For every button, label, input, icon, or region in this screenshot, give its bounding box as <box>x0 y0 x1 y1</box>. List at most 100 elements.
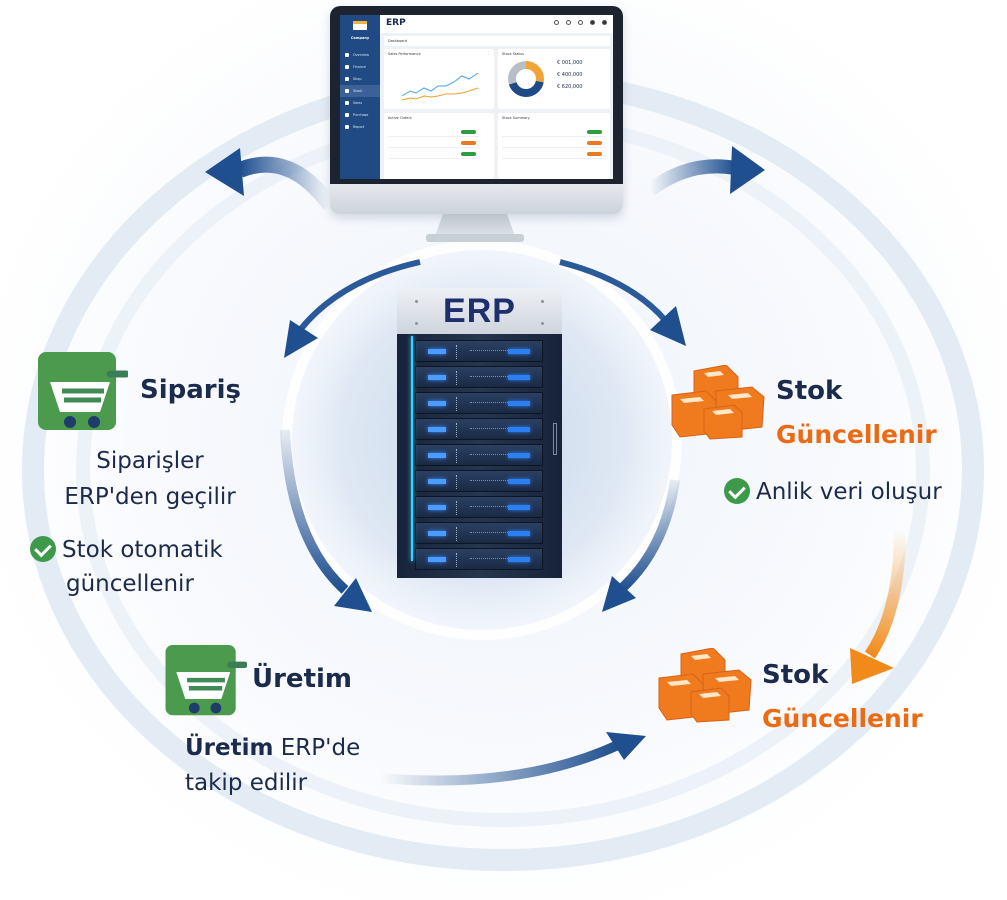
sidebar-item-finance[interactable]: Finance <box>340 61 380 73</box>
status-pill <box>587 151 602 156</box>
donut-chart <box>508 61 544 97</box>
table-row[interactable] <box>502 138 606 148</box>
shopping-cart-icon <box>165 645 247 716</box>
siparis-title: Sipariş <box>140 375 242 405</box>
server-led-strip <box>411 336 413 561</box>
arrow-uretim-to-stok <box>379 740 621 786</box>
user-icon[interactable] <box>602 20 607 25</box>
check-icon <box>30 536 56 562</box>
arrow-siparis-to-center <box>280 429 349 594</box>
server-bay <box>415 444 543 466</box>
status-pill <box>461 151 476 156</box>
table-row[interactable] <box>388 138 480 148</box>
server-header: ERP <box>397 288 562 334</box>
server-bay <box>415 392 543 414</box>
siparis-check-line1: Stok otomatik <box>62 537 223 563</box>
table-row[interactable] <box>388 149 480 159</box>
stok-bottom-subtitle: Güncellenir <box>762 704 923 733</box>
arrow-monitor-left-head <box>205 148 244 196</box>
dashboard-sidebar: Company Overview Finance Shop Stock Sale… <box>340 15 380 179</box>
check-icon <box>724 478 750 504</box>
uretim-desc-bold: Üretim <box>185 735 274 761</box>
sidebar-nav: Overview Finance Shop Stock Sales Purcha… <box>340 49 380 133</box>
arrow-monitor-right-head <box>730 146 765 194</box>
monitor-chin <box>330 184 623 214</box>
sidebar-item-overview[interactable]: Overview <box>340 49 380 61</box>
stok-bottom-title: Stok <box>762 660 829 690</box>
status-values: € 001,000 € 400,000 € 620,000 <box>557 57 582 93</box>
search-icon[interactable] <box>554 20 559 25</box>
arrow-erp-to-stok <box>559 259 668 322</box>
boxes-icon <box>658 648 752 723</box>
card-title: Stock Summary <box>502 116 530 120</box>
app-logo <box>353 21 367 30</box>
siparis-desc-line2: ERP'den geçilir <box>64 484 236 510</box>
arrow-stok-to-center-head <box>602 576 636 612</box>
status-pill <box>461 140 476 145</box>
dashboard-topbar: ERP <box>380 15 613 33</box>
uretim-desc-line2: takip edilir <box>185 770 308 796</box>
topbar-icons <box>554 20 607 25</box>
card-title: Sales Performance <box>388 52 421 56</box>
sidebar-item-report[interactable]: Report <box>340 121 380 133</box>
server-bay <box>415 340 543 362</box>
settings-icon[interactable] <box>590 20 595 25</box>
nav-icon <box>345 89 349 93</box>
arrow-monitor-right <box>645 159 737 196</box>
breadcrumb: Dashboard <box>384 36 610 46</box>
status-value: € 001,000 <box>557 60 583 66</box>
card-title: Stock Status <box>502 52 524 56</box>
notification-icon[interactable] <box>578 20 583 25</box>
table-row[interactable] <box>388 127 480 137</box>
server-bay <box>415 470 543 492</box>
active-orders-card: Active Orders <box>384 113 494 179</box>
server-label: ERP <box>443 292 516 330</box>
sidebar-item-purchase[interactable]: Purchase <box>340 109 380 121</box>
card-title: Active Orders <box>388 116 412 120</box>
series-orange <box>401 87 479 101</box>
stok-top-subtitle: Güncellenir <box>776 420 937 449</box>
stock-summary-card: Stock Summary <box>498 113 610 179</box>
arrow-erp-to-stok-head <box>650 306 686 346</box>
siparis-check-item: Stok otomatik <box>30 533 223 567</box>
stok-top-title: Stok <box>776 376 843 406</box>
server-bay <box>415 366 543 388</box>
monitor-stand-neck <box>435 214 515 236</box>
monitor-stand-foot <box>426 234 524 242</box>
nav-icon <box>345 101 349 105</box>
donut-slice-gray <box>508 61 544 97</box>
server-bay <box>415 522 543 544</box>
arrow-stok-to-center <box>616 479 680 594</box>
server-handle <box>553 423 557 455</box>
arrow-stok-orange-head <box>850 648 894 684</box>
table-row[interactable] <box>502 149 606 159</box>
sidebar-item-stock[interactable]: Stock <box>340 85 380 97</box>
erp-monitor: Company Overview Finance Shop Stock Sale… <box>330 6 623 244</box>
server-bay <box>415 496 543 518</box>
arrow-siparis-to-center-head <box>334 578 372 612</box>
series-blue <box>401 72 479 97</box>
sidebar-item-shop[interactable]: Shop <box>340 73 380 85</box>
donut-slice-blue <box>508 61 544 97</box>
sales-line-chart <box>401 72 479 101</box>
table-row[interactable] <box>502 127 606 137</box>
uretim-desc-rest: ERP'de <box>273 735 361 761</box>
nav-icon <box>345 77 349 81</box>
nav-icon <box>345 65 349 69</box>
status-pill <box>587 129 602 134</box>
monitor-bezel: Company Overview Finance Shop Stock Sale… <box>330 6 623 214</box>
server-bay <box>415 418 543 440</box>
uretim-title: Üretim <box>252 664 353 694</box>
siparis-desc-line1: Siparişler <box>96 448 204 474</box>
sidebar-item-sales[interactable]: Sales <box>340 97 380 109</box>
zoom-icon[interactable] <box>566 20 571 25</box>
more-icon[interactable]: ⋮ <box>486 51 491 55</box>
nav-icon <box>345 113 349 117</box>
arrow-erp-to-siparis <box>297 259 421 332</box>
shopping-cart-icon <box>38 352 128 430</box>
status-value: € 620,000 <box>557 84 583 90</box>
stock-status-card: Stock Status € 001,000 € 400,000 € 620,0… <box>498 49 610 109</box>
erp-server-rack: ERP <box>397 288 562 578</box>
server-body <box>397 334 562 578</box>
